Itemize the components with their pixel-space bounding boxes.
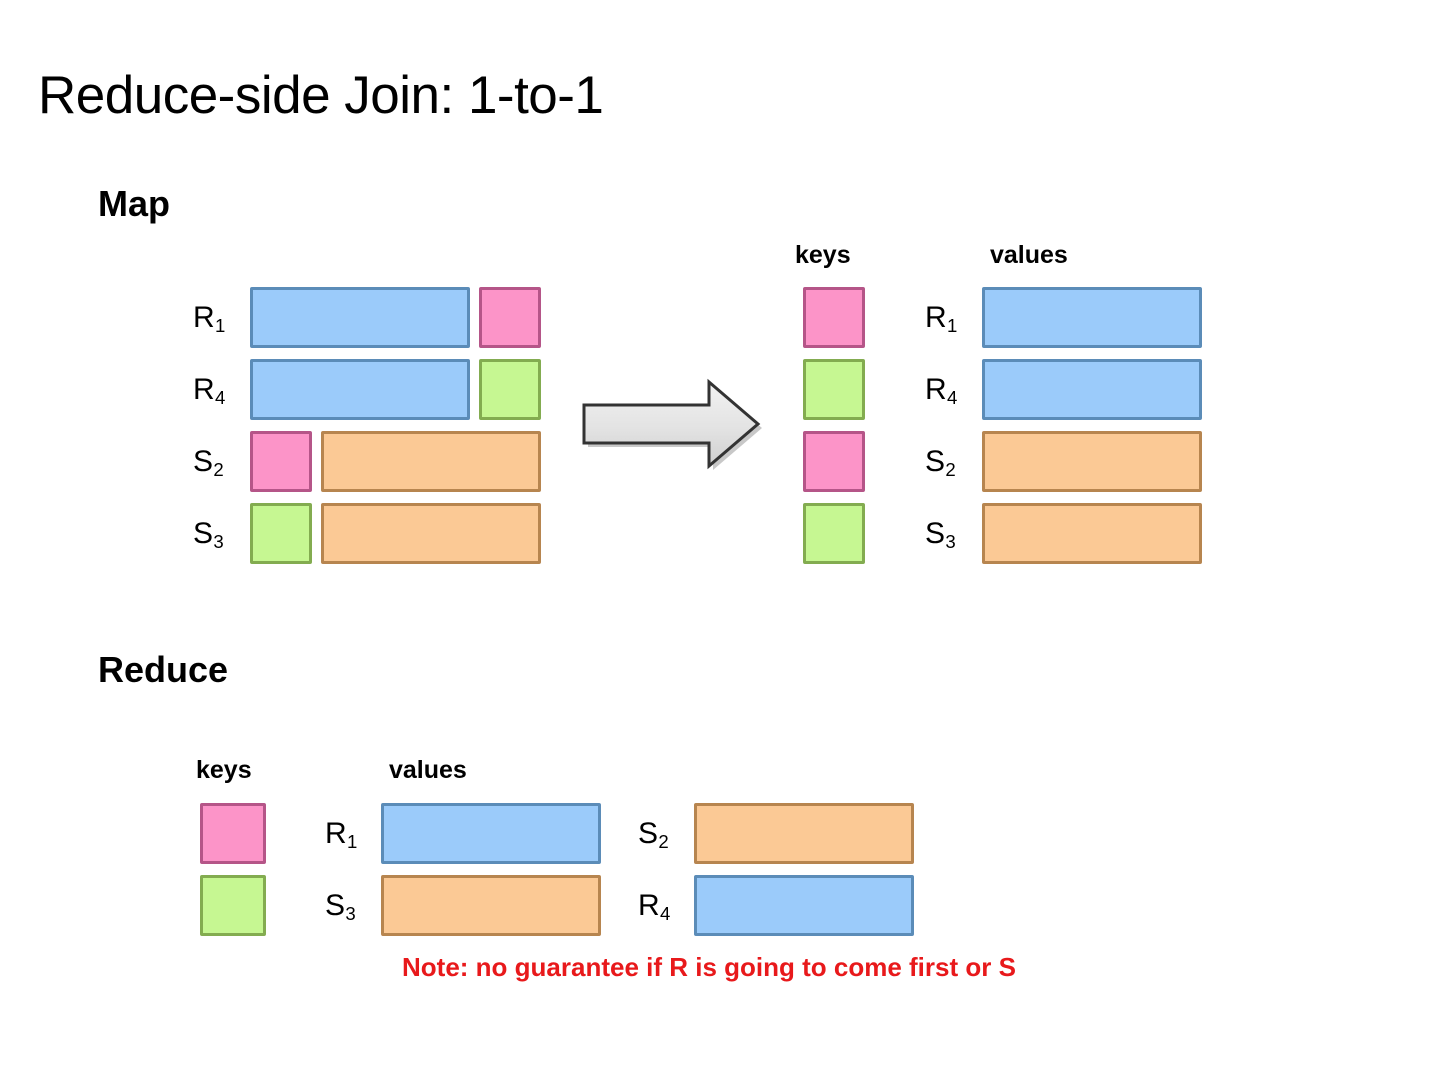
reduce-value-label-r1-base: R <box>325 817 347 850</box>
map-input-label-s2-base: S <box>193 445 214 478</box>
map-output-label-r1-base: R <box>925 301 947 334</box>
map-output-value-s2 <box>982 431 1202 492</box>
section-heading-reduce: Reduce <box>98 649 229 690</box>
map-output-label-s3: S3 <box>925 517 956 553</box>
map-input-label-r1-base: R <box>193 301 215 334</box>
map-output-label-s2-sub: 2 <box>945 459 956 481</box>
reduce-value-block-r4 <box>694 875 914 936</box>
map-output-key-4 <box>803 503 865 564</box>
map-output-value-r1 <box>982 287 1202 348</box>
map-input-label-r4-base: R <box>193 373 215 406</box>
map-input-label-r4-sub: 4 <box>215 387 226 409</box>
map-output-label-s2-base: S <box>925 445 946 478</box>
reduce-value-label-r4-sub: 4 <box>660 903 671 925</box>
map-output-value-s3 <box>982 503 1202 564</box>
reduce-value-label-s3: S3 <box>325 889 356 925</box>
reduce-caption-values: values <box>389 756 467 784</box>
map-input-label-s2: S2 <box>193 445 224 481</box>
map-output-key-2 <box>803 359 865 420</box>
reduce-key-2 <box>200 875 266 936</box>
map-output-label-r1-sub: 1 <box>947 315 958 337</box>
reduce-caption-keys: keys <box>196 756 252 784</box>
reduce-value-label-s2-base: S <box>638 817 659 850</box>
map-output-label-s3-base: S <box>925 517 946 550</box>
map-input-label-s3-sub: 3 <box>213 531 224 553</box>
map-input-label-r1-sub: 1 <box>215 315 226 337</box>
map-input-key-r1 <box>479 287 541 348</box>
map-input-label-s2-sub: 2 <box>213 459 224 481</box>
map-input-value-s2 <box>321 431 541 492</box>
reduce-value-block-s3 <box>381 875 601 936</box>
map-output-label-r1: R1 <box>925 301 958 337</box>
map-output-key-3 <box>803 431 865 492</box>
map-output-label-r4-base: R <box>925 373 947 406</box>
map-input-value-r1 <box>250 287 470 348</box>
reduce-value-label-r1-sub: 1 <box>347 831 358 853</box>
map-output-label-s3-sub: 3 <box>945 531 956 553</box>
map-input-value-s3 <box>321 503 541 564</box>
page-title: Reduce-side Join: 1-to-1 <box>38 66 604 125</box>
map-transform-arrow-icon <box>578 378 764 470</box>
reduce-value-label-r1: R1 <box>325 817 358 853</box>
map-output-label-s2: S2 <box>925 445 956 481</box>
reduce-note: Note: no guarantee if R is going to come… <box>402 952 1016 982</box>
reduce-value-block-r1 <box>381 803 601 864</box>
map-input-key-r4 <box>479 359 541 420</box>
map-output-key-1 <box>803 287 865 348</box>
map-output-value-r4 <box>982 359 1202 420</box>
reduce-value-label-s2-sub: 2 <box>658 831 669 853</box>
map-input-label-s3: S3 <box>193 517 224 553</box>
section-heading-map: Map <box>98 183 170 224</box>
reduce-value-label-r4: R4 <box>638 889 671 925</box>
reduce-value-label-s2: S2 <box>638 817 669 853</box>
map-input-value-r4 <box>250 359 470 420</box>
reduce-key-1 <box>200 803 266 864</box>
map-output-label-r4: R4 <box>925 373 958 409</box>
map-input-label-s3-base: S <box>193 517 214 550</box>
reduce-value-label-s3-sub: 3 <box>345 903 356 925</box>
reduce-value-block-s2 <box>694 803 914 864</box>
reduce-value-label-s3-base: S <box>325 889 346 922</box>
reduce-value-label-r4-base: R <box>638 889 660 922</box>
map-input-label-r4: R4 <box>193 373 226 409</box>
map-output-caption-values: values <box>990 241 1068 269</box>
map-input-key-s3 <box>250 503 312 564</box>
map-output-label-r4-sub: 4 <box>947 387 958 409</box>
map-input-label-r1: R1 <box>193 301 226 337</box>
map-output-caption-keys: keys <box>795 241 851 269</box>
map-input-key-s2 <box>250 431 312 492</box>
